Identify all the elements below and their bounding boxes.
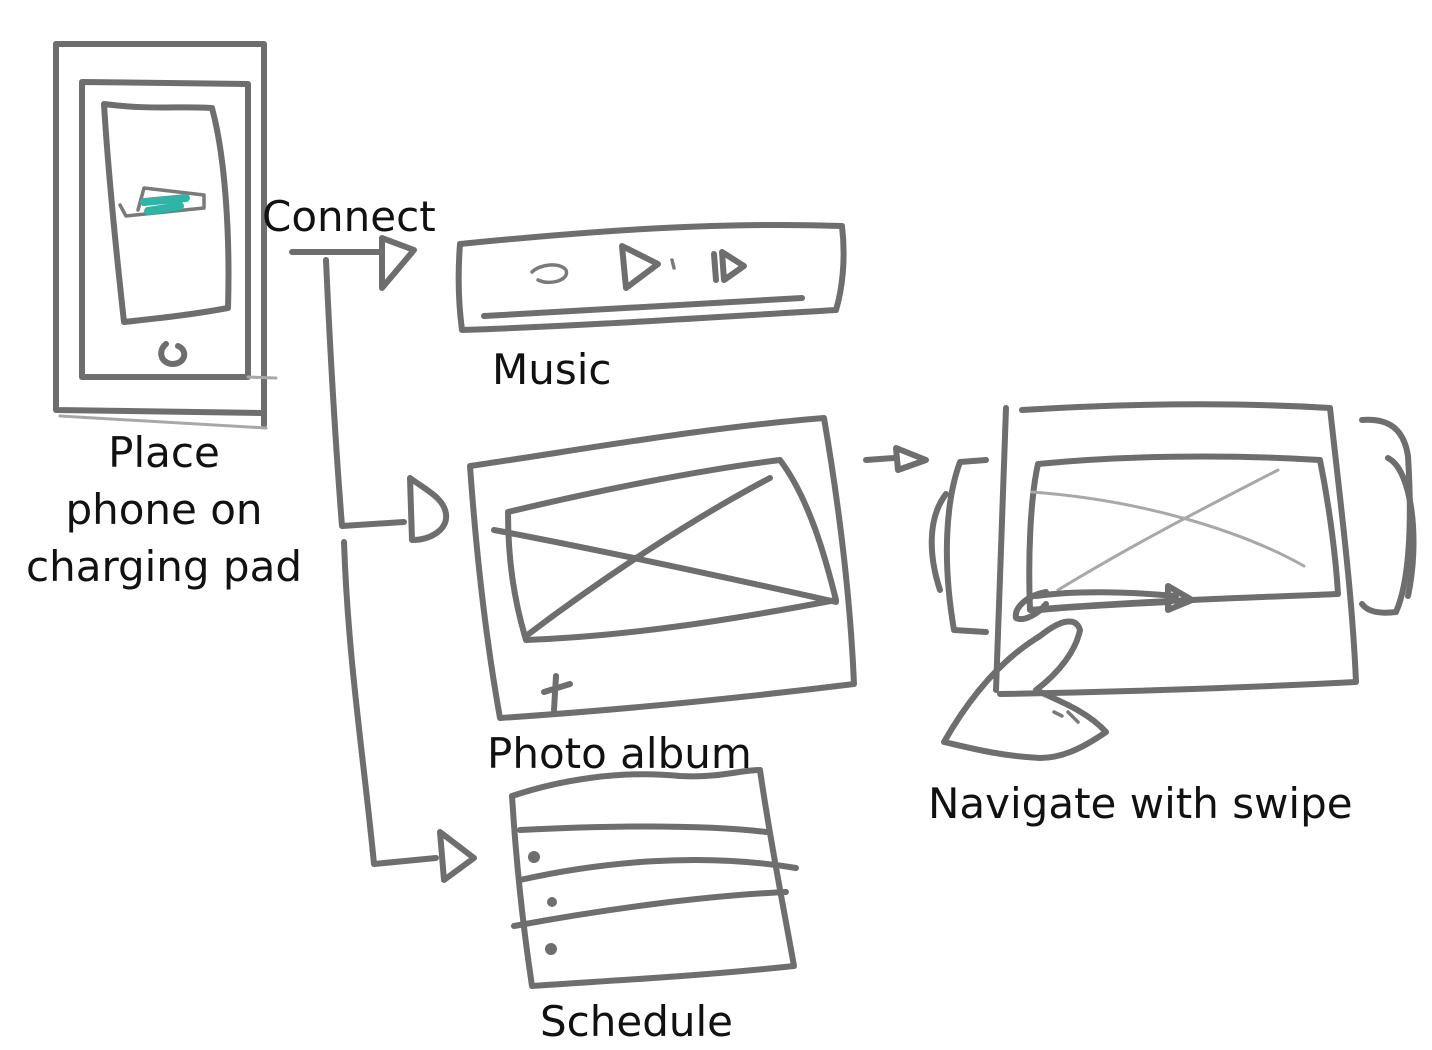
photo-album-sketch [467,415,857,721]
schedule-sketch [509,767,799,989]
flow-arrows [289,235,929,883]
place-phone-label-line-2: phone on [65,485,263,534]
music-label: Music [492,345,612,394]
place-phone-label-line-3: charging pad [26,542,302,591]
connect-label: Connect [262,192,436,241]
photo-album-label: Photo album [487,729,752,778]
swipe-navigation-sketch [928,401,1417,761]
schedule-label: Schedule [540,997,733,1046]
phone-on-pad-sketch [53,41,278,430]
navigate-swipe-label: Navigate with swipe [928,779,1353,828]
place-phone-label: Place phone on charging pad [14,424,314,595]
place-phone-label-line-1: Place [108,428,220,477]
music-player-sketch [455,221,847,333]
